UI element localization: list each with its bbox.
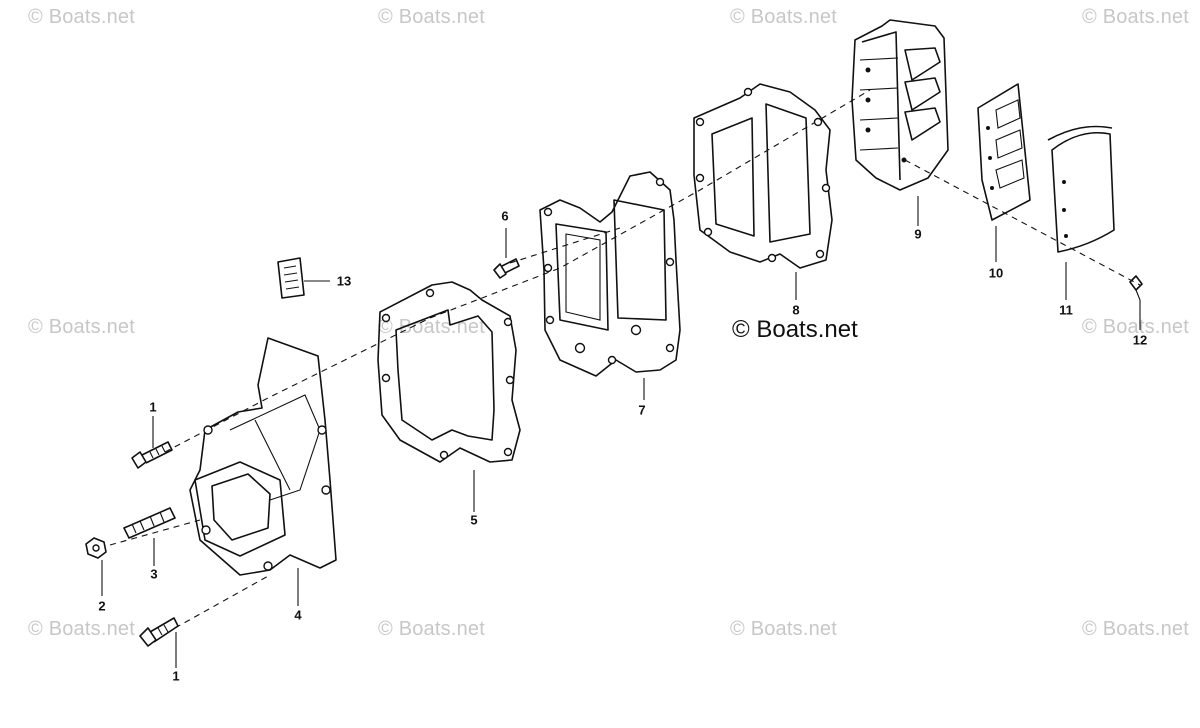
watermark: © Boats.net — [28, 618, 135, 640]
callout-9: 9 — [914, 226, 922, 242]
alignment-line — [174, 574, 271, 629]
stud-part-3 — [123, 507, 176, 539]
watermark: © Boats.net — [730, 6, 837, 28]
callout-11: 11 — [1059, 302, 1073, 318]
nut-part-2 — [85, 537, 107, 559]
watermark: © Boats.net — [378, 316, 485, 338]
callout-2: 2 — [98, 598, 106, 614]
watermark: © Boats.net — [730, 618, 837, 640]
watermark: © Boats.net — [28, 316, 135, 338]
callout-5: 5 — [470, 512, 478, 528]
alignment-line — [109, 519, 201, 546]
callout-1: 1 — [172, 668, 180, 684]
watermark: © Boats.net — [1082, 316, 1189, 338]
watermark: © Boats.net — [1082, 618, 1189, 640]
callout-1: 1 — [149, 399, 157, 415]
reed-block-part-9 — [851, 19, 949, 191]
callout-8: 8 — [792, 302, 800, 318]
screw-part-6 — [493, 258, 520, 279]
alignment-line — [164, 89, 871, 453]
callout-7: 7 — [638, 402, 646, 418]
reed-petal-part-10 — [977, 83, 1031, 221]
bolt-part-1-lower — [139, 617, 179, 647]
decal-part-13 — [277, 257, 305, 299]
callout-13: 13 — [336, 273, 352, 289]
watermark: © Boats.net — [1082, 6, 1189, 28]
screw-part-12 — [1129, 275, 1143, 301]
callout-6: 6 — [501, 208, 509, 224]
watermark-center: © Boats.net — [732, 316, 858, 343]
callout-4: 4 — [294, 607, 302, 623]
bolt-part-1-upper — [131, 441, 173, 469]
callout-3: 3 — [150, 566, 158, 582]
reed-plate-part-7 — [539, 171, 681, 377]
gasket-part-5 — [377, 281, 521, 463]
watermark: © Boats.net — [378, 618, 485, 640]
adapter-part-4 — [189, 337, 337, 576]
alignment-line — [509, 227, 621, 264]
reed-stop-part-11 — [1047, 125, 1115, 253]
watermark: © Boats.net — [28, 6, 135, 28]
alignment-line — [904, 159, 1141, 286]
callout-12: 12 — [1132, 332, 1148, 348]
callout-10: 10 — [988, 265, 1004, 281]
watermark: © Boats.net — [378, 6, 485, 28]
gasket-part-8 — [693, 83, 833, 269]
